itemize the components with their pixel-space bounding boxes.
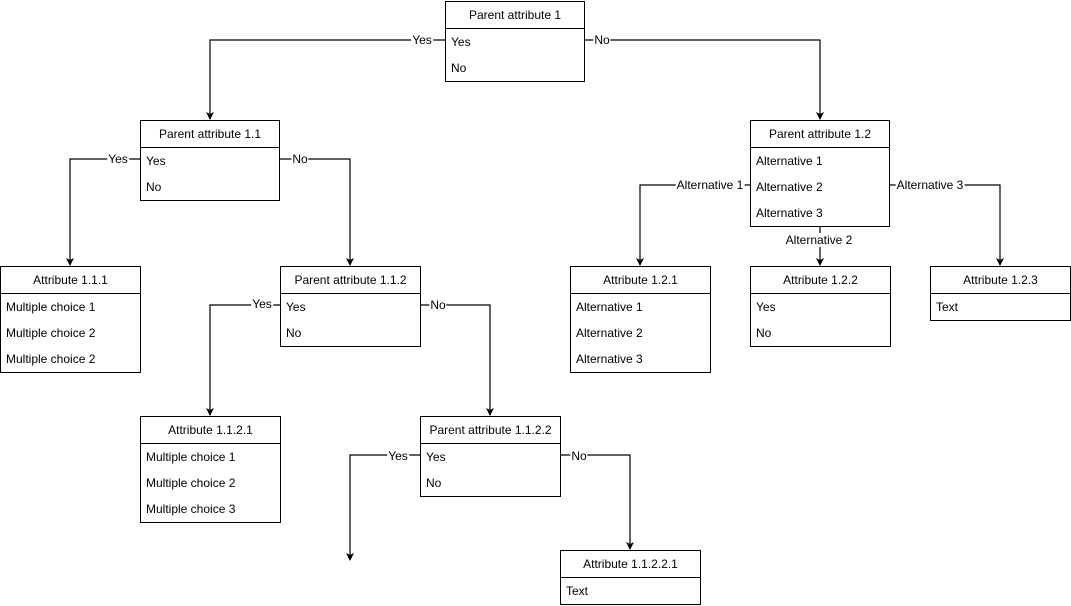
node-row[interactable]: Multiple choice 2 (6, 326, 96, 340)
node-row[interactable]: No (286, 326, 302, 340)
edge-p1122-no (560, 454, 634, 550)
edge-p11-yes (66, 158, 140, 266)
edge-p12-alt1 (636, 184, 750, 266)
edge-label-p12-alt2: Alternative 2 (784, 233, 854, 247)
edge-p12-alt3 (890, 184, 1004, 266)
node-row[interactable]: Text (566, 584, 589, 598)
node-title: Attribute 1.2.2 (751, 267, 890, 294)
edge-label-p1122-yes: Yes (387, 449, 409, 463)
node-row[interactable]: No (146, 180, 162, 194)
node-row[interactable]: Yes (451, 35, 471, 49)
node-row[interactable]: Multiple choice 2 (146, 476, 236, 490)
node-title: Attribute 1.1.2.2.1 (561, 551, 700, 578)
node-row[interactable]: Multiple choice 2 (6, 352, 96, 366)
edge-label-p11-no: No (291, 152, 309, 166)
edge-p112-yes (206, 304, 280, 416)
edge-p1-no (585, 39, 824, 120)
edge-label-p112-yes: Yes (251, 297, 273, 311)
node-row[interactable]: Yes (426, 450, 446, 464)
edge-p1-yes (206, 39, 445, 120)
node-row[interactable]: Text (936, 300, 959, 314)
edge-label-p12-alt3: Alternative 3 (895, 178, 965, 192)
edge-p112-no (420, 304, 494, 416)
node-row[interactable]: Yes (146, 154, 166, 168)
node-row[interactable]: No (756, 326, 772, 340)
edge-p1122-yes (346, 454, 420, 561)
node-title: Parent attribute 1.1.2.2 (421, 417, 560, 444)
edge-p11-no (280, 158, 354, 266)
edge-label-p12-alt1: Alternative 1 (675, 178, 745, 192)
node-title: Attribute 1.1.1 (1, 267, 140, 294)
node-title: Parent attribute 1 (446, 2, 584, 29)
node-title: Attribute 1.2.1 (571, 267, 710, 294)
node-title: Attribute 1.1.2.1 (141, 417, 280, 444)
node-row[interactable]: Multiple choice 3 (146, 502, 236, 516)
node-row[interactable]: Alternative 2 (576, 326, 643, 340)
edge-label-p112-no: No (429, 298, 447, 312)
node-title: Parent attribute 1.2 (751, 121, 889, 148)
edge-label-p1-no: No (593, 33, 611, 47)
node-row[interactable]: No (426, 476, 442, 490)
node-row[interactable]: Multiple choice 1 (146, 450, 236, 464)
node-row[interactable]: Alternative 3 (756, 206, 823, 220)
node-title: Parent attribute 1.1.2 (281, 267, 420, 294)
node-row[interactable]: Alternative 3 (576, 352, 643, 366)
node-title: Parent attribute 1.1 (141, 121, 279, 148)
node-row[interactable]: Alternative 1 (756, 154, 823, 168)
node-row[interactable]: No (451, 61, 467, 75)
node-row[interactable]: Yes (286, 300, 306, 314)
node-row[interactable]: Alternative 2 (756, 180, 823, 194)
edge-label-p11-yes: Yes (107, 152, 129, 166)
node-row[interactable]: Yes (756, 300, 776, 314)
node-row[interactable]: Multiple choice 1 (6, 300, 96, 314)
edge-label-p1-yes: Yes (411, 33, 433, 47)
edge-label-p1122-no: No (570, 449, 588, 463)
node-title: Attribute 1.2.3 (931, 267, 1070, 294)
node-row[interactable]: Alternative 1 (576, 300, 643, 314)
